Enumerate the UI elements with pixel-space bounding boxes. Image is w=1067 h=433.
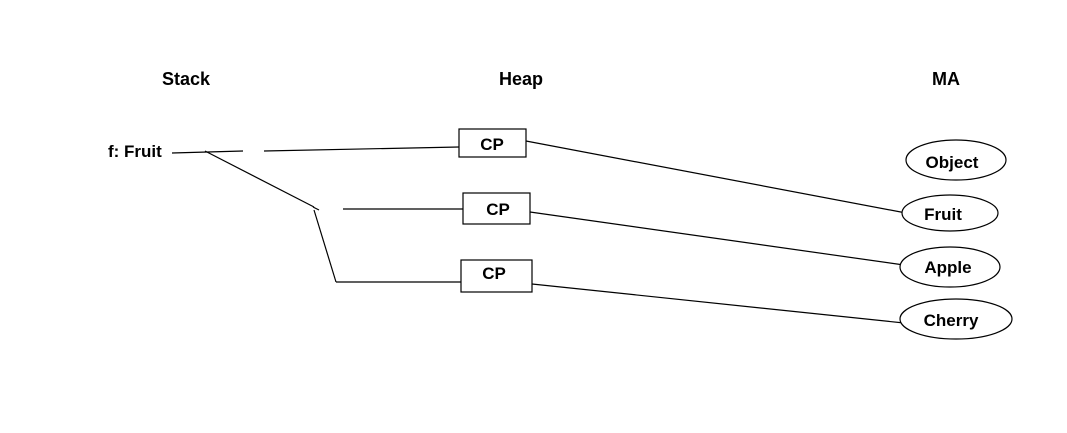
class-ellipse-apple — [899, 246, 1001, 288]
class-label-apple: Apple — [924, 258, 971, 277]
branch-line-down — [313, 209, 337, 283]
class-ref-line-1 — [525, 140, 907, 214]
heap-object-box-1 — [458, 128, 527, 158]
class-ref-line-2 — [529, 211, 905, 266]
class-label-fruit: Fruit — [924, 205, 962, 224]
heap-object-label-2: CP — [486, 200, 510, 219]
branch-line-diagonal — [204, 150, 315, 208]
heap-object-label-3: CP — [482, 264, 506, 283]
heap-object-label-1: CP — [480, 135, 504, 154]
class-label-cherry: Cherry — [924, 311, 979, 330]
heap-object-box-3 — [460, 259, 533, 293]
class-ellipse-fruit — [901, 194, 999, 232]
class-ellipse-cherry — [899, 298, 1013, 340]
branch-tick — [312, 206, 320, 211]
stack-header: Stack — [162, 69, 211, 89]
stack-variable-label: f: Fruit — [108, 142, 162, 161]
heap-ref-line-1 — [263, 146, 460, 152]
heap-object-box-2 — [462, 192, 531, 225]
method-area-header: MA — [932, 69, 960, 89]
heap-header: Heap — [499, 69, 543, 89]
class-label-object: Object — [926, 153, 979, 172]
class-ref-line-3 — [531, 283, 905, 324]
class-ellipse-object — [905, 139, 1007, 181]
